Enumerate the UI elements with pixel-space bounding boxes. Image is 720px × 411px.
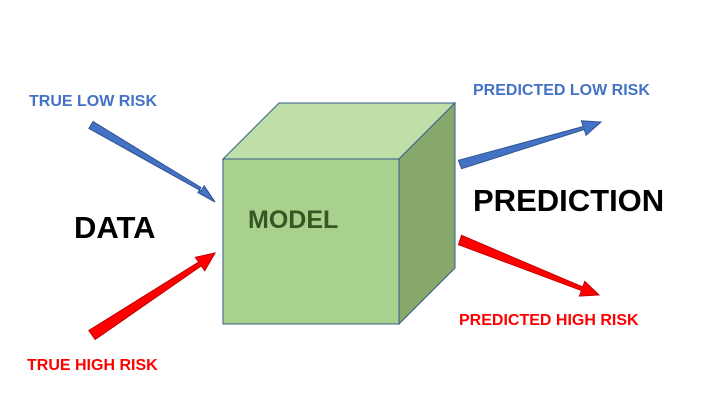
prediction-label: PREDICTION [473, 183, 664, 218]
model-label: MODEL [248, 206, 338, 234]
model-cube [221, 101, 457, 326]
true-high-risk-label: TRUE HIGH RISK [27, 357, 158, 374]
cube-side-face [398, 101, 456, 326]
cube-front-face [222, 158, 400, 325]
predicted-low-risk-arrow [457, 120, 603, 170]
true-low-risk-arrow [88, 120, 216, 203]
predicted-high-risk-label: PREDICTED HIGH RISK [459, 312, 639, 329]
predicted-low-risk-label: PREDICTED LOW RISK [473, 82, 650, 99]
data-label: DATA [74, 210, 156, 245]
true-low-risk-label: TRUE LOW RISK [29, 93, 157, 110]
predicted-high-risk-arrow [457, 234, 601, 297]
true-high-risk-arrow [88, 252, 217, 341]
